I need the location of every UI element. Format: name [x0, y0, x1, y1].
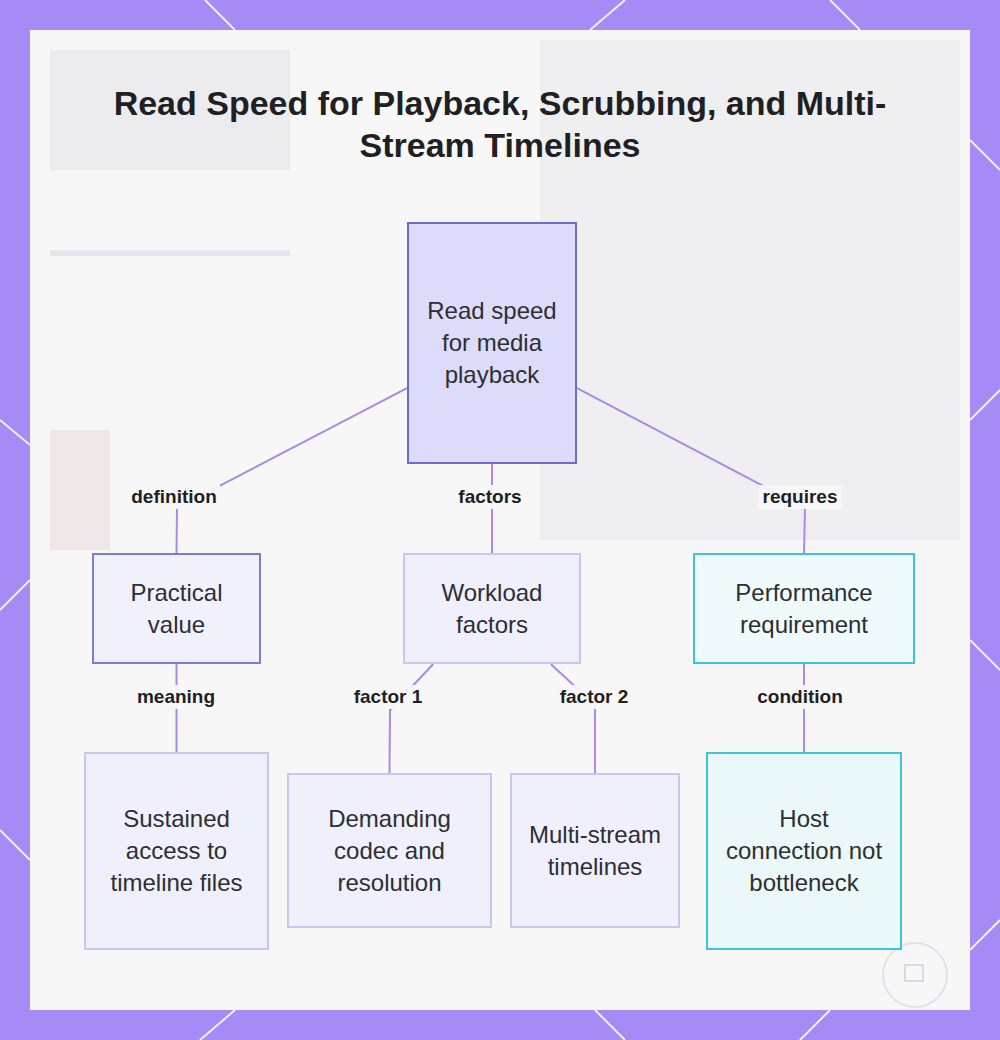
edge-label: requires [759, 485, 842, 509]
node-text: Read speed for media playback [419, 295, 565, 391]
node-text: Sustained access to timeline files [96, 803, 257, 899]
connector [390, 664, 434, 773]
node-text: Performance requirement [705, 577, 903, 641]
detail-box: Sustained access to timeline files [84, 752, 269, 950]
detail-box: Multi-stream timelines [510, 773, 680, 928]
edge-label: factors [454, 485, 525, 509]
detail-box: Host connection not bottleneck [706, 752, 902, 950]
edge-label: definition [127, 485, 220, 509]
node-text: Workload factors [415, 577, 569, 641]
category-box: Practical value [92, 553, 261, 664]
connector [551, 664, 595, 773]
node-text: Demanding codec and resolution [299, 803, 480, 899]
category-box: Workload factors [403, 553, 581, 664]
diagram-title: Read Speed for Playback, Scrubbing, and … [100, 82, 900, 166]
root-box: Read speed for media playback [407, 222, 577, 464]
edge-label: factor 2 [556, 685, 633, 709]
connector [577, 388, 805, 553]
node-text: Multi-stream timelines [522, 819, 668, 883]
category-box: Performance requirement [693, 553, 915, 664]
edge-label: meaning [133, 685, 219, 709]
edge-label: condition [753, 685, 846, 709]
edge-label: factor 1 [350, 685, 427, 709]
node-text: Host connection not bottleneck [718, 803, 890, 899]
node-text: Practical value [104, 577, 249, 641]
detail-box: Demanding codec and resolution [287, 773, 492, 928]
connector [177, 388, 408, 553]
